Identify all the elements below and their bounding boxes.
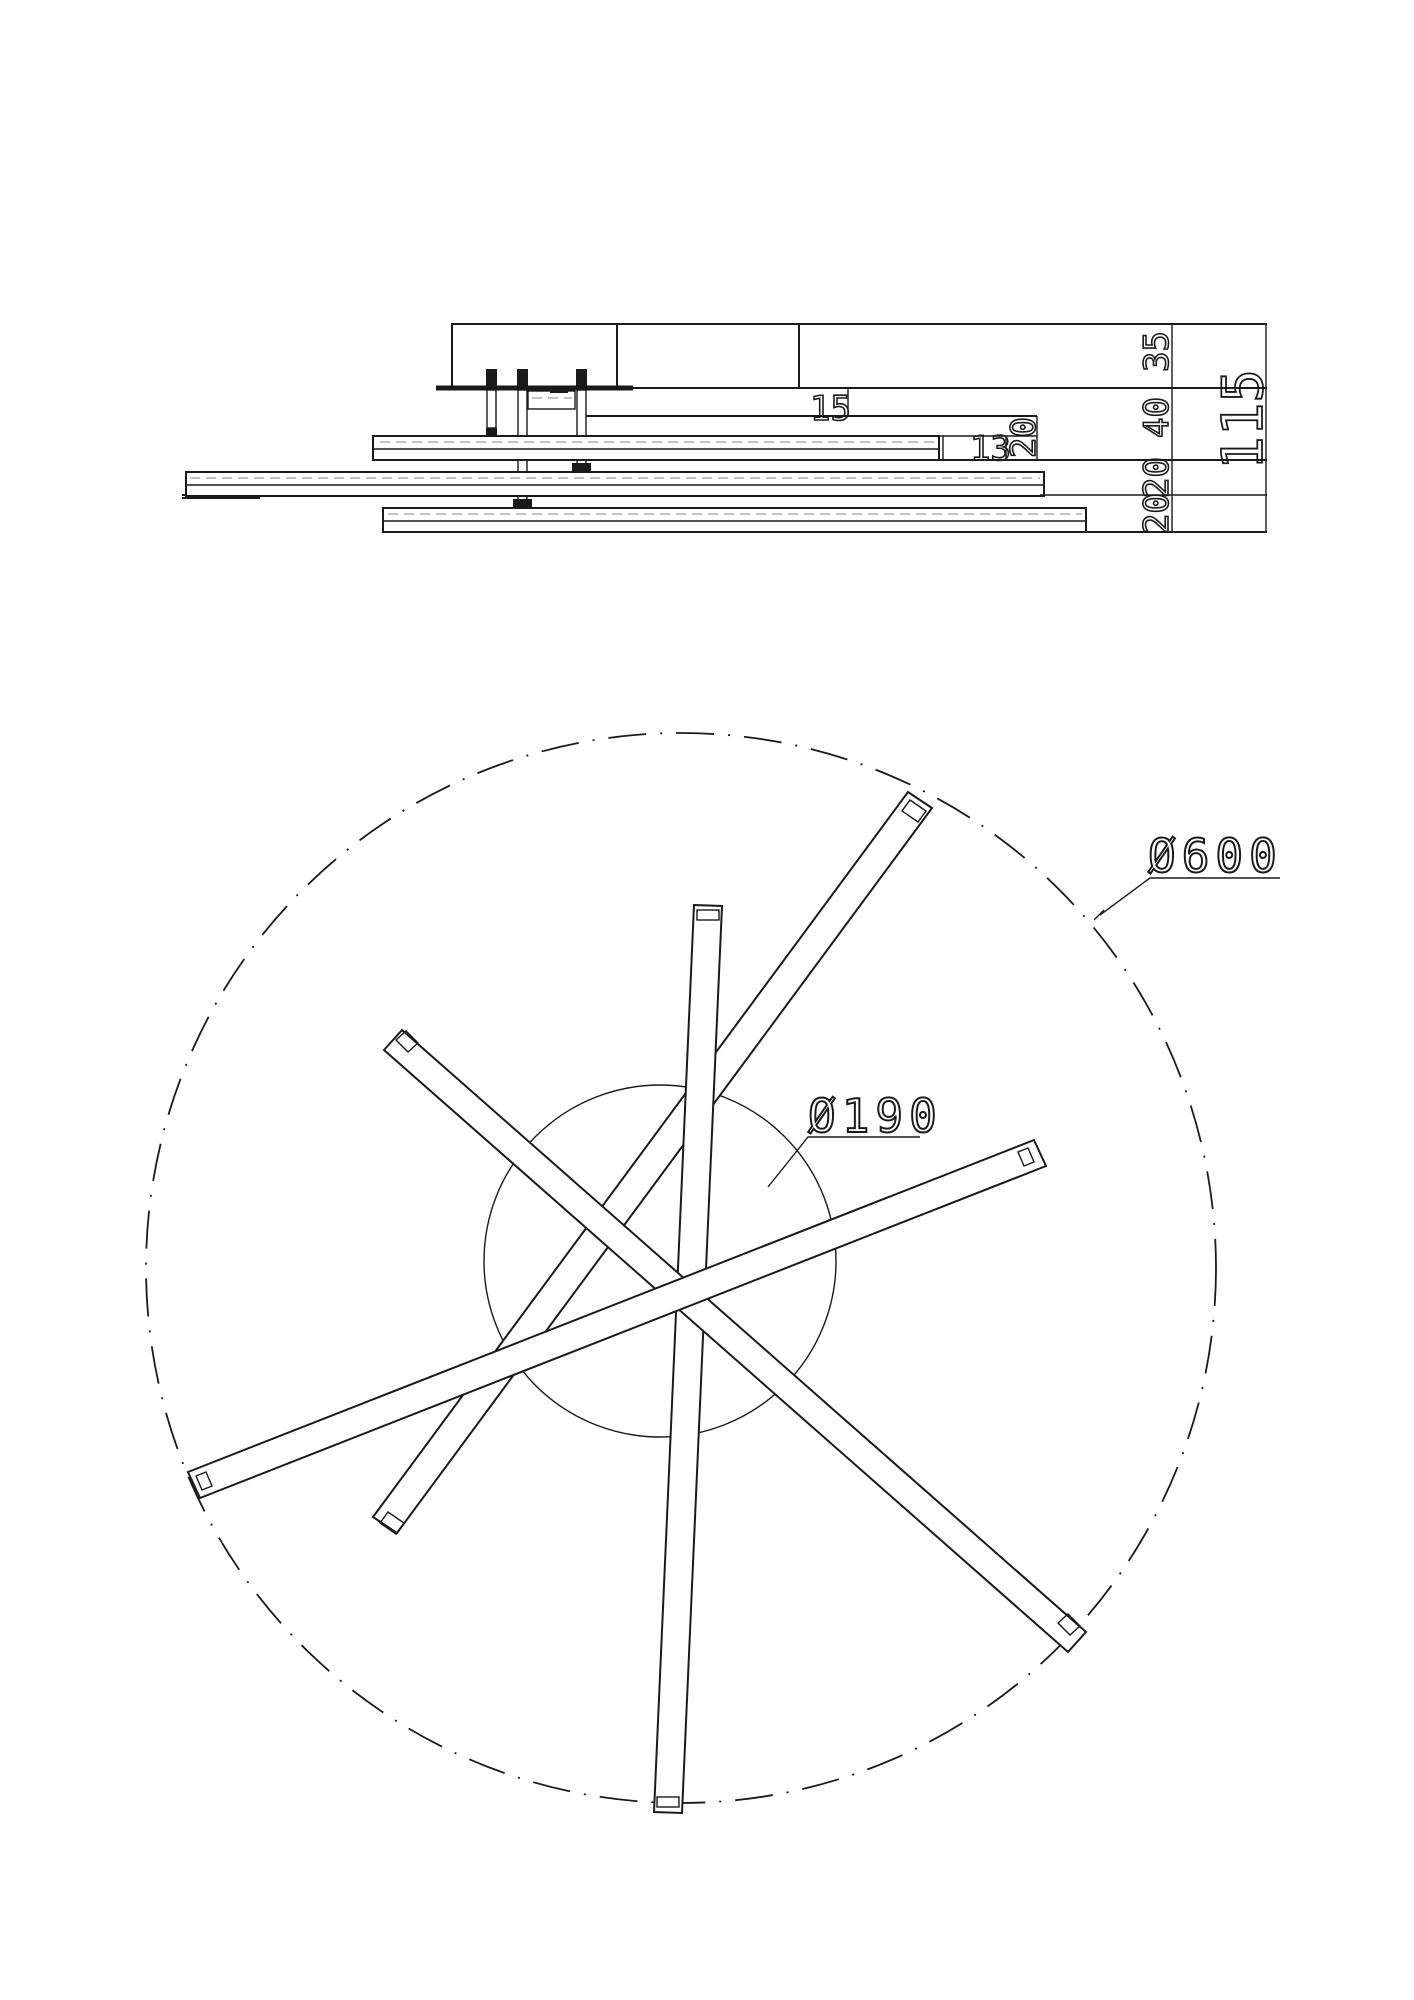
outer-diameter-leader [1099,877,1280,916]
bar-upper-endcap [938,435,944,461]
light-bar-d [186,1138,1048,1500]
light-bar-lower [382,507,1087,533]
bar-d-endcap-right [1017,1147,1035,1167]
stud-thread-3 [576,369,587,389]
dim-label-13: 13 [970,429,1011,469]
light-bar-b [652,903,724,1815]
stud-thread-2 [517,369,528,389]
outer-diameter-label: Ø600 [1148,829,1283,883]
stud-thread-1 [486,369,497,389]
outer-leader-tick [1093,909,1105,921]
dim-label-20-upper: 20 [1137,457,1177,498]
bracket [527,390,576,410]
canopy-box-left [451,323,800,389]
canopy-circle [483,1084,837,1438]
plan-view: Ø600 Ø190 [145,732,1283,1815]
bar-a-endcap-bottom [379,1511,405,1535]
bar-c-endcap-bottom [1056,1613,1082,1636]
rod-1 [486,389,497,429]
canopy-diameter-label: Ø190 [808,1089,943,1143]
dim-label-20-lower: 20 [1137,493,1177,534]
canopy-diameter-leader [767,1136,920,1188]
bar-c-endcap-top [394,1030,420,1053]
side-elevation-view: 35 40 20 20 115 20 15 13 [182,323,1277,535]
dim-label-35: 35 [1137,331,1177,372]
light-bar-upper [372,435,940,461]
dim-label-total-115: 115 [1211,369,1276,470]
bar-b-endcap-top [696,909,720,921]
light-bar-c [382,1028,1088,1654]
dim-label-bar-spacing-20: 20 [1004,417,1044,458]
dim-label-40: 40 [1137,397,1177,438]
bar-d-endcap-left [195,1471,213,1491]
dim-label-15: 15 [810,389,851,429]
light-bar-middle [185,471,1045,497]
bar-a-endcap-top [901,799,927,823]
bar-b-endcap-bottom [656,1796,680,1808]
